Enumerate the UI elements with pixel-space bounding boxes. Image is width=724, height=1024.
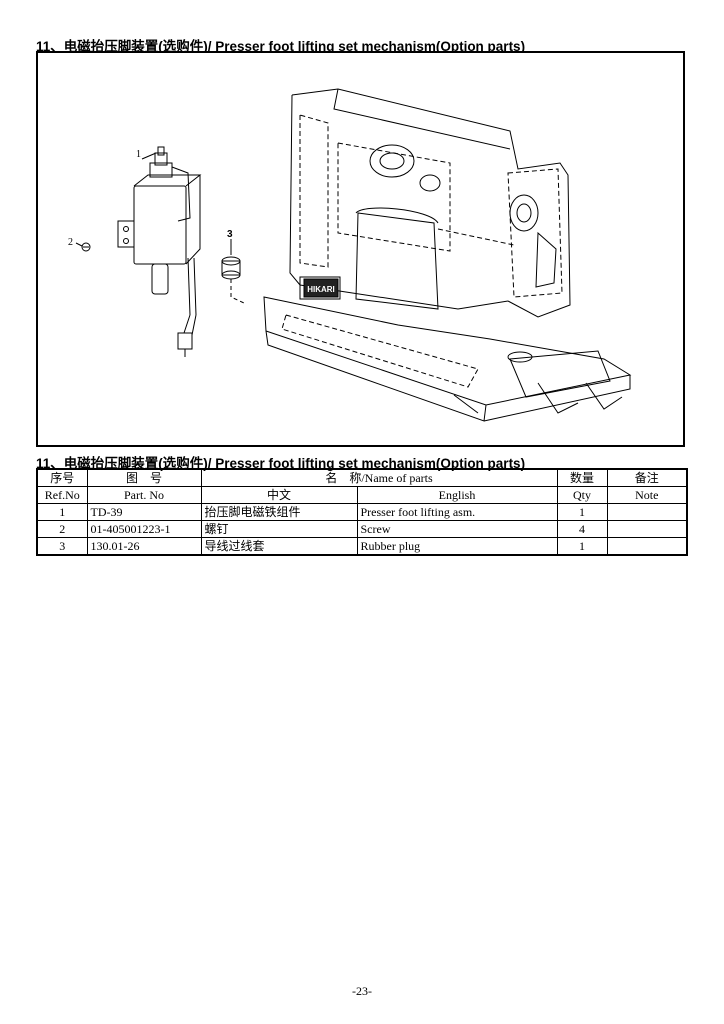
table-header-row: 序号 图 号 名 称/Name of parts 数量 备注 [36,468,688,487]
parts-table: 序号 图 号 名 称/Name of parts 数量 备注 Ref.No Pa… [36,468,688,556]
exploded-parts-diagram: HIKARI 1 2 3 [36,51,685,447]
header-qty-cn: 数量 [556,468,608,487]
cell-name-en: Screw [356,520,558,538]
header-note-en: Note [606,486,688,504]
header-name-en: English [356,486,558,504]
header-note-cn: 备注 [606,468,688,487]
solenoid-assembly-part [117,146,202,357]
cell-qty: 1 [556,537,608,556]
section-title: 11、电磁抬压脚装置(选购件)/ Presser foot lifting se… [36,39,526,54]
rubber-plug-part [221,239,245,304]
cell-ref: 2 [36,520,88,538]
sewing-machine-body [289,88,571,318]
cell-part-no: 130.01-26 [86,537,202,556]
machine-logo-plate: HIKARI [303,278,339,298]
table-row: 1 TD-39 抬压脚电磁铁组件 Presser foot lifting as… [36,503,688,521]
sewing-machine-bed [263,296,632,422]
callout-2: 2 [68,237,73,248]
cell-name-cn: 导线过线套 [200,537,358,556]
cell-note [606,537,688,556]
cell-part-no: 01-405001223-1 [86,520,202,538]
machine-logo-text: HIKARI [307,285,335,294]
cell-part-no: TD-39 [86,503,202,521]
header-ref-cn: 序号 [36,468,88,487]
header-ref-en: Ref.No [36,486,88,504]
table-row: 3 130.01-26 导线过线套 Rubber plug 1 [36,537,688,556]
table-title: 11、电磁抬压脚装置(选购件)/ Presser foot lifting se… [36,456,526,471]
cell-qty: 4 [556,520,608,538]
table-header-row: Ref.No Part. No 中文 English Qty Note [36,486,688,504]
cell-qty: 1 [556,503,608,521]
cell-note [606,503,688,521]
cell-note [606,520,688,538]
cell-name-cn: 抬压脚电磁铁组件 [200,503,358,521]
callout-1: 1 [136,149,141,160]
cell-name-en: Rubber plug [356,537,558,556]
screw-part [75,242,91,252]
cell-ref: 1 [36,503,88,521]
header-part-cn: 图 号 [86,468,202,487]
page-number: -23- [352,984,372,998]
cell-ref: 3 [36,537,88,556]
header-part-en: Part. No [86,486,202,504]
header-qty-en: Qty [556,486,608,504]
cell-name-en: Presser foot lifting asm. [356,503,558,521]
callout-3: 3 [227,229,233,240]
table-row: 2 01-405001223-1 螺钉 Screw 4 [36,520,688,538]
cell-name-cn: 螺钉 [200,520,358,538]
diagram-drawing: HIKARI 1 2 3 [68,88,632,422]
header-name-cn: 中文 [200,486,358,504]
header-name-group: 名 称/Name of parts [200,468,558,487]
